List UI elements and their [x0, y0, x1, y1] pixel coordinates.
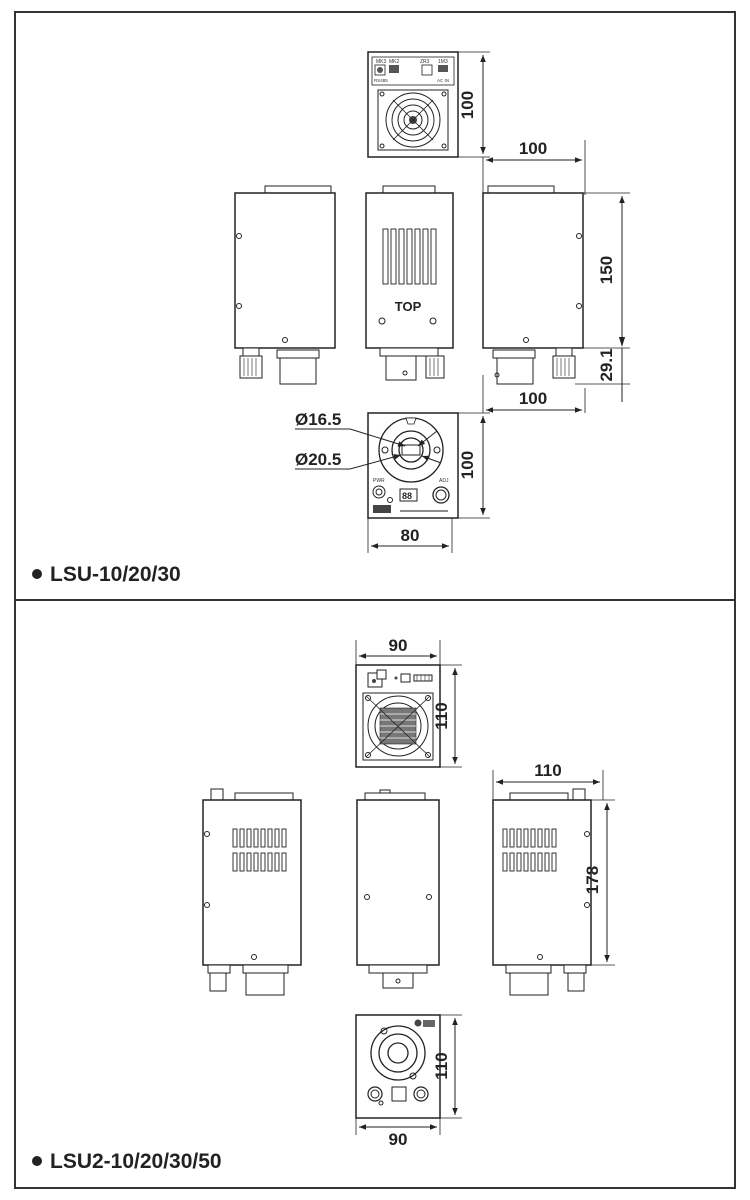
lsu-left-side-view — [234, 185, 336, 385]
power-connector-icon — [372, 485, 386, 499]
lsu-bottom-width-label: 80 — [401, 526, 420, 545]
lsu2-front-height-dim: 110 — [432, 1014, 462, 1119]
lsu2-adjust-knob-icon — [413, 1086, 429, 1102]
lsu-front-height-dim: 100 — [458, 412, 490, 519]
lsu-model-label: LSU-10/20/30 — [50, 563, 181, 586]
rear-label-mk2: MK2 — [389, 59, 400, 65]
rear-label-rs485: RS485 — [374, 78, 388, 83]
rear-label-mk3: MK3 — [376, 59, 387, 65]
lsu2-model-label: LSU2-10/20/30/50 — [50, 1150, 222, 1173]
lsu-front-width-label: 100 — [519, 389, 547, 408]
section-lsu2: 90 — [32, 636, 615, 1173]
lsu2-side-width-dim: 110 — [492, 761, 604, 800]
lsu-side-width-dim: 100 — [482, 139, 586, 195]
brand-logo — [373, 505, 391, 513]
lsu-front-height-label: 100 — [458, 451, 477, 479]
front-label-adj: ADJ — [439, 478, 449, 484]
lsu-length-dims: 150 29.1 — [575, 192, 630, 402]
lsu2-front-panel-view — [355, 1014, 441, 1119]
rear-label-acin: AC IN — [437, 78, 449, 83]
rear-label-1m3: 1M3 — [438, 59, 448, 65]
lsu2-rear-height-label: 110 — [432, 702, 451, 729]
lsu-side-width-label: 100 — [519, 139, 547, 158]
section-lsu: MK3 MK2 ZR3 1M3 RS485 AC IN — [32, 51, 630, 586]
lsu2-bullet-icon — [32, 1156, 42, 1166]
lsu2-body-length-label: 178 — [583, 866, 602, 894]
lsu-front-width-dim: 100 — [482, 375, 586, 413]
lsu-top-vent-slots — [382, 228, 437, 285]
lsu-diameter-callouts: Ø16.5 Ø20.5 — [295, 410, 442, 470]
lsu-front-panel-view: PWR 88 ADJ — [367, 412, 459, 519]
lsu2-right-side-view — [492, 788, 592, 996]
front-label-pwr: PWR — [373, 478, 385, 484]
lsu-right-side-view — [482, 185, 584, 385]
svg-text:88: 88 — [402, 491, 412, 501]
lsu-connector-length-label: 29.1 — [597, 348, 616, 381]
lsu2-display-icon — [391, 1086, 407, 1102]
lsu2-front-width-dim: 90 — [355, 1118, 441, 1149]
lsu-body-length-label: 150 — [597, 256, 616, 284]
lsu2-rear-fan-icon — [362, 692, 434, 761]
lsu2-body-length-dim: 178 — [583, 799, 615, 966]
led-display-icon — [399, 488, 418, 502]
rear-label-zr3: ZR3 — [420, 59, 430, 65]
lsu2-rear-height-dim: 110 — [432, 664, 462, 768]
lsu2-brand-logo — [423, 1020, 435, 1027]
lsu-top-view: TOP — [365, 185, 454, 381]
lsu-bullet-icon — [32, 569, 42, 579]
lsu2-power-connector-icon — [367, 1086, 383, 1102]
lsu-bottom-width-dim: 80 — [367, 518, 453, 553]
lsu2-right-vent-slots — [502, 828, 557, 872]
lsu-rear-panel-view: MK3 MK2 ZR3 1M3 RS485 AC IN — [367, 51, 459, 158]
outer-diameter-label: Ø20.5 — [295, 450, 341, 469]
inner-diameter-label: Ø16.5 — [295, 410, 341, 429]
lsu-rear-fan-icon — [377, 89, 449, 151]
lsu2-side-width-label: 110 — [534, 761, 561, 780]
lsu2-top-view — [356, 789, 440, 989]
top-label: TOP — [395, 299, 422, 314]
lsu2-left-side-view — [202, 788, 302, 996]
lsu2-front-width-label: 90 — [389, 1130, 408, 1149]
lsu2-rear-width-label: 90 — [389, 636, 408, 655]
adjust-knob-icon — [432, 486, 450, 504]
lsu2-front-height-label: 110 — [432, 1052, 451, 1079]
lsu-rear-height-dim: 100 — [458, 51, 490, 158]
lsu2-left-vent-slots — [232, 828, 287, 872]
lsu2-rear-width-dim: 90 — [355, 636, 441, 665]
lsu2-rear-panel-view — [355, 664, 441, 768]
lsu-rear-height-label: 100 — [458, 91, 477, 119]
